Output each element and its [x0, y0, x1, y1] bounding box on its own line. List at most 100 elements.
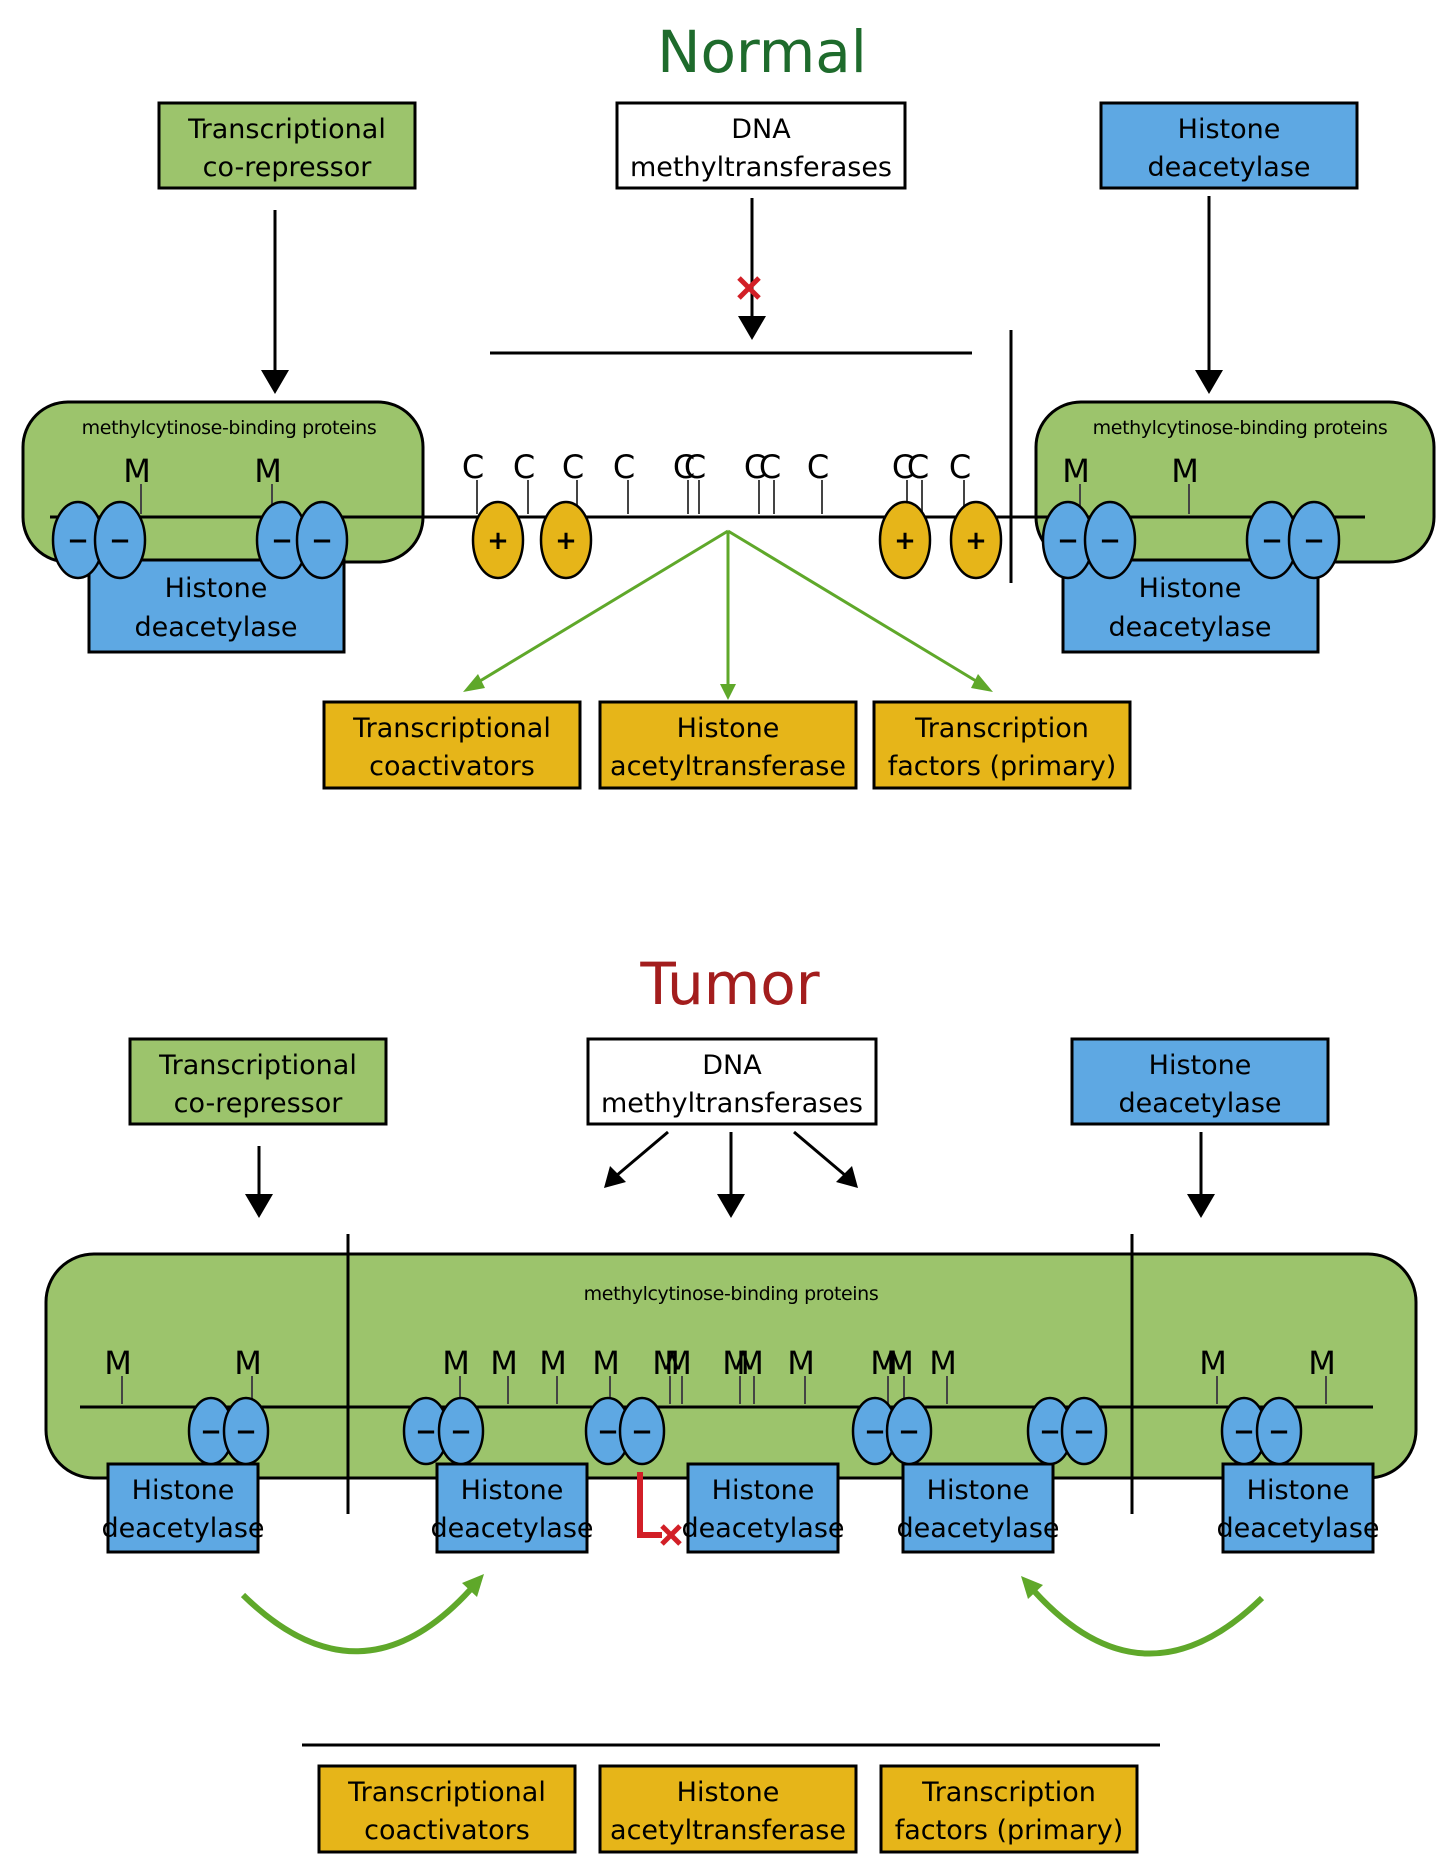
- tumor-deacetylated-histones: −− −− −− −− −− −−: [187, 1396, 1303, 1466]
- svg-text:M: M: [870, 1344, 898, 1382]
- normal-hat-box: Histone acetyltransferase: [598, 700, 858, 790]
- tumor-hdac-bottom-4: Histone deacetylase: [896, 1462, 1060, 1554]
- svg-text:C: C: [462, 448, 484, 486]
- normal-dnmt-box: DNA methyltransferases: [615, 101, 907, 190]
- svg-text:−: −: [1261, 526, 1283, 556]
- svg-text:C: C: [562, 448, 584, 486]
- svg-text:M: M: [234, 1344, 262, 1382]
- svg-text:DNA: DNA: [702, 1050, 762, 1081]
- svg-text:−: −: [200, 1417, 222, 1447]
- svg-text:co-repressor: co-repressor: [174, 1088, 344, 1119]
- normal-coactivators-box: Transcriptional coactivators: [322, 700, 582, 790]
- svg-text:Histone: Histone: [1149, 1050, 1252, 1081]
- tumor-corepressor-box: Transcriptional co-repressor: [128, 1037, 388, 1126]
- svg-text:−: −: [450, 1417, 472, 1447]
- svg-text:M: M: [539, 1344, 567, 1382]
- svg-text:C: C: [744, 448, 766, 486]
- svg-text:−: −: [1057, 526, 1079, 556]
- normal-recruitment-arrows: [463, 529, 993, 700]
- svg-text:C: C: [907, 448, 929, 486]
- normal-cpg-marks: C C C C C C C C C C C C: [462, 448, 971, 514]
- svg-text:Histone: Histone: [1139, 573, 1242, 604]
- svg-text:deacetylase: deacetylase: [1108, 612, 1271, 643]
- svg-text:−: −: [109, 526, 131, 556]
- svg-text:−: −: [864, 1417, 886, 1447]
- svg-text:+: +: [487, 526, 509, 556]
- svg-text:−: −: [1303, 526, 1325, 556]
- svg-text:Histone: Histone: [1178, 114, 1281, 145]
- svg-text:M: M: [592, 1344, 620, 1382]
- svg-text:+: +: [965, 526, 987, 556]
- svg-text:Histone: Histone: [712, 1475, 815, 1506]
- svg-text:acetyltransferase: acetyltransferase: [610, 751, 846, 782]
- normal-acetylated-histones: + + + +: [471, 500, 1003, 580]
- svg-text:−: −: [1233, 1417, 1255, 1447]
- svg-text:M: M: [929, 1344, 957, 1382]
- svg-text:methyltransferases: methyltransferases: [601, 1088, 863, 1119]
- svg-text:deacetylase: deacetylase: [681, 1513, 844, 1544]
- svg-text:M: M: [1199, 1344, 1227, 1382]
- tumor-panel: Tumor Transcriptional co-repressor DNA m…: [44, 950, 1418, 1854]
- svg-text:co-repressor: co-repressor: [203, 152, 373, 183]
- svg-text:−: −: [67, 526, 89, 556]
- tumor-dnmt-box: DNA methyltransferases: [586, 1037, 878, 1126]
- tumor-spreading-arrows: [240, 1574, 1265, 1657]
- svg-text:−: −: [1099, 526, 1121, 556]
- normal-deacetylated-histones: −− −− −− −−: [51, 500, 1341, 580]
- svg-text:M: M: [123, 452, 151, 490]
- svg-text:Transcriptional: Transcriptional: [187, 114, 386, 145]
- svg-text:−: −: [631, 1417, 653, 1447]
- svg-text:Histone: Histone: [927, 1475, 1030, 1506]
- svg-text:+: +: [555, 526, 577, 556]
- svg-text:C: C: [673, 448, 695, 486]
- normal-hdac-top-box: Histone deacetylase: [1099, 101, 1359, 190]
- svg-text:DNA: DNA: [731, 114, 791, 145]
- normal-title: Normal: [657, 18, 867, 86]
- normal-corepressor-box: Transcriptional co-repressor: [157, 101, 417, 190]
- svg-text:acetyltransferase: acetyltransferase: [610, 1815, 846, 1846]
- svg-text:C: C: [807, 448, 829, 486]
- svg-text:Histone: Histone: [1247, 1475, 1350, 1506]
- svg-text:C: C: [684, 448, 706, 486]
- svg-text:−: −: [271, 526, 293, 556]
- tumor-hat-box: Histone acetyltransferase: [598, 1764, 858, 1854]
- tumor-hdac-top-box: Histone deacetylase: [1070, 1037, 1330, 1126]
- svg-text:M: M: [722, 1344, 750, 1382]
- svg-text:methylcytinose-binding protein: methylcytinose-binding proteins: [584, 1283, 879, 1305]
- svg-text:Histone: Histone: [677, 713, 780, 744]
- normal-methyl-marks: M M M M: [123, 452, 1199, 514]
- svg-text:deacetylase: deacetylase: [430, 1513, 593, 1544]
- svg-text:M: M: [736, 1344, 764, 1382]
- tumor-title: Tumor: [639, 950, 819, 1018]
- svg-text:methyltransferases: methyltransferases: [630, 152, 892, 183]
- svg-text:C: C: [613, 448, 635, 486]
- svg-text:Histone: Histone: [132, 1475, 235, 1506]
- tumor-tf-box: Transcription factors (primary): [879, 1764, 1139, 1854]
- svg-text:deacetylase: deacetylase: [1147, 152, 1310, 183]
- svg-text:factors (primary): factors (primary): [888, 751, 1117, 782]
- svg-text:methylcytinose-binding protein: methylcytinose-binding proteins: [82, 417, 377, 439]
- svg-text:deacetylase: deacetylase: [134, 612, 297, 643]
- tumor-coactivators-box: Transcriptional coactivators: [317, 1764, 577, 1854]
- svg-text:deacetylase: deacetylase: [896, 1513, 1059, 1544]
- tumor-down-arrows: [245, 1130, 1215, 1218]
- svg-text:Histone: Histone: [461, 1475, 564, 1506]
- normal-down-arrows: [261, 196, 1223, 394]
- tumor-hdac-bottom-2: Histone deacetylase: [430, 1462, 594, 1554]
- svg-text:deacetylase: deacetylase: [101, 1513, 264, 1544]
- svg-text:M: M: [652, 1344, 680, 1382]
- svg-text:Transcriptional: Transcriptional: [158, 1050, 357, 1081]
- svg-text:M: M: [254, 452, 282, 490]
- svg-text:Transcription: Transcription: [914, 713, 1089, 744]
- svg-text:factors (primary): factors (primary): [895, 1815, 1124, 1846]
- svg-text:−: −: [1039, 1417, 1061, 1447]
- svg-text:−: −: [311, 526, 333, 556]
- svg-text:M: M: [664, 1344, 692, 1382]
- svg-text:deacetylase: deacetylase: [1216, 1513, 1379, 1544]
- svg-text:M: M: [104, 1344, 132, 1382]
- svg-text:−: −: [1073, 1417, 1095, 1447]
- svg-text:−: −: [1268, 1417, 1290, 1447]
- svg-text:−: −: [597, 1417, 619, 1447]
- svg-text:Histone: Histone: [165, 573, 268, 604]
